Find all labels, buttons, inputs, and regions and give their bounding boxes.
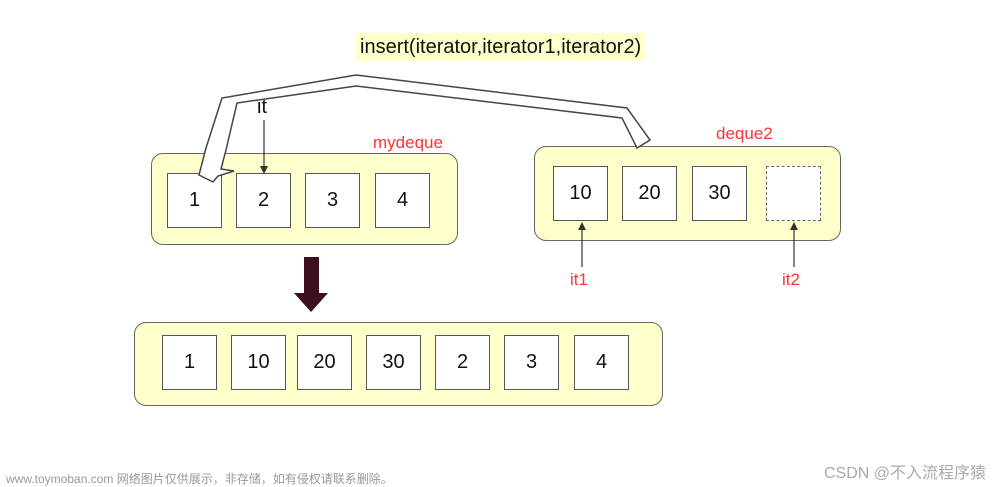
result-cell-2: 10 <box>231 335 286 390</box>
result-cell-1: 1 <box>162 335 217 390</box>
mydeque-cell-4: 4 <box>375 173 430 228</box>
insert-flow-arrow <box>198 74 652 183</box>
deque2-cell-2: 20 <box>622 166 677 221</box>
function-call-label: insert(iterator,iterator1,iterator2) <box>356 33 646 61</box>
result-cell-4: 30 <box>366 335 421 390</box>
result-cell-6: 3 <box>504 335 559 390</box>
watermark-right: CSDN @不入流程序猿 <box>823 465 986 482</box>
it1-pointer-arrowhead <box>578 222 586 230</box>
deque2-cell-1: 10 <box>553 166 608 221</box>
result-cell-7: 4 <box>574 335 629 390</box>
iterator-it-label: it <box>257 96 267 118</box>
it2-pointer-arrowhead <box>790 222 798 230</box>
watermark-left: www.toymoban.com 网络图片仅供展示，非存储，如有侵权请联系删除。 <box>6 472 393 486</box>
it-pointer-arrowhead <box>260 166 268 174</box>
mydeque-label: mydeque <box>373 133 443 152</box>
result-cell-3: 20 <box>297 335 352 390</box>
result-down-arrow <box>294 257 328 312</box>
deque2-cell-3: 30 <box>692 166 747 221</box>
iterator-it2-label: it2 <box>782 270 800 289</box>
mydeque-cell-2: 2 <box>236 173 291 228</box>
result-cell-5: 2 <box>435 335 490 390</box>
deque2-label: deque2 <box>716 124 773 143</box>
mydeque-cell-3: 3 <box>305 173 360 228</box>
iterator-it1-label: it1 <box>570 270 588 289</box>
deque2-end-placeholder <box>766 166 821 221</box>
